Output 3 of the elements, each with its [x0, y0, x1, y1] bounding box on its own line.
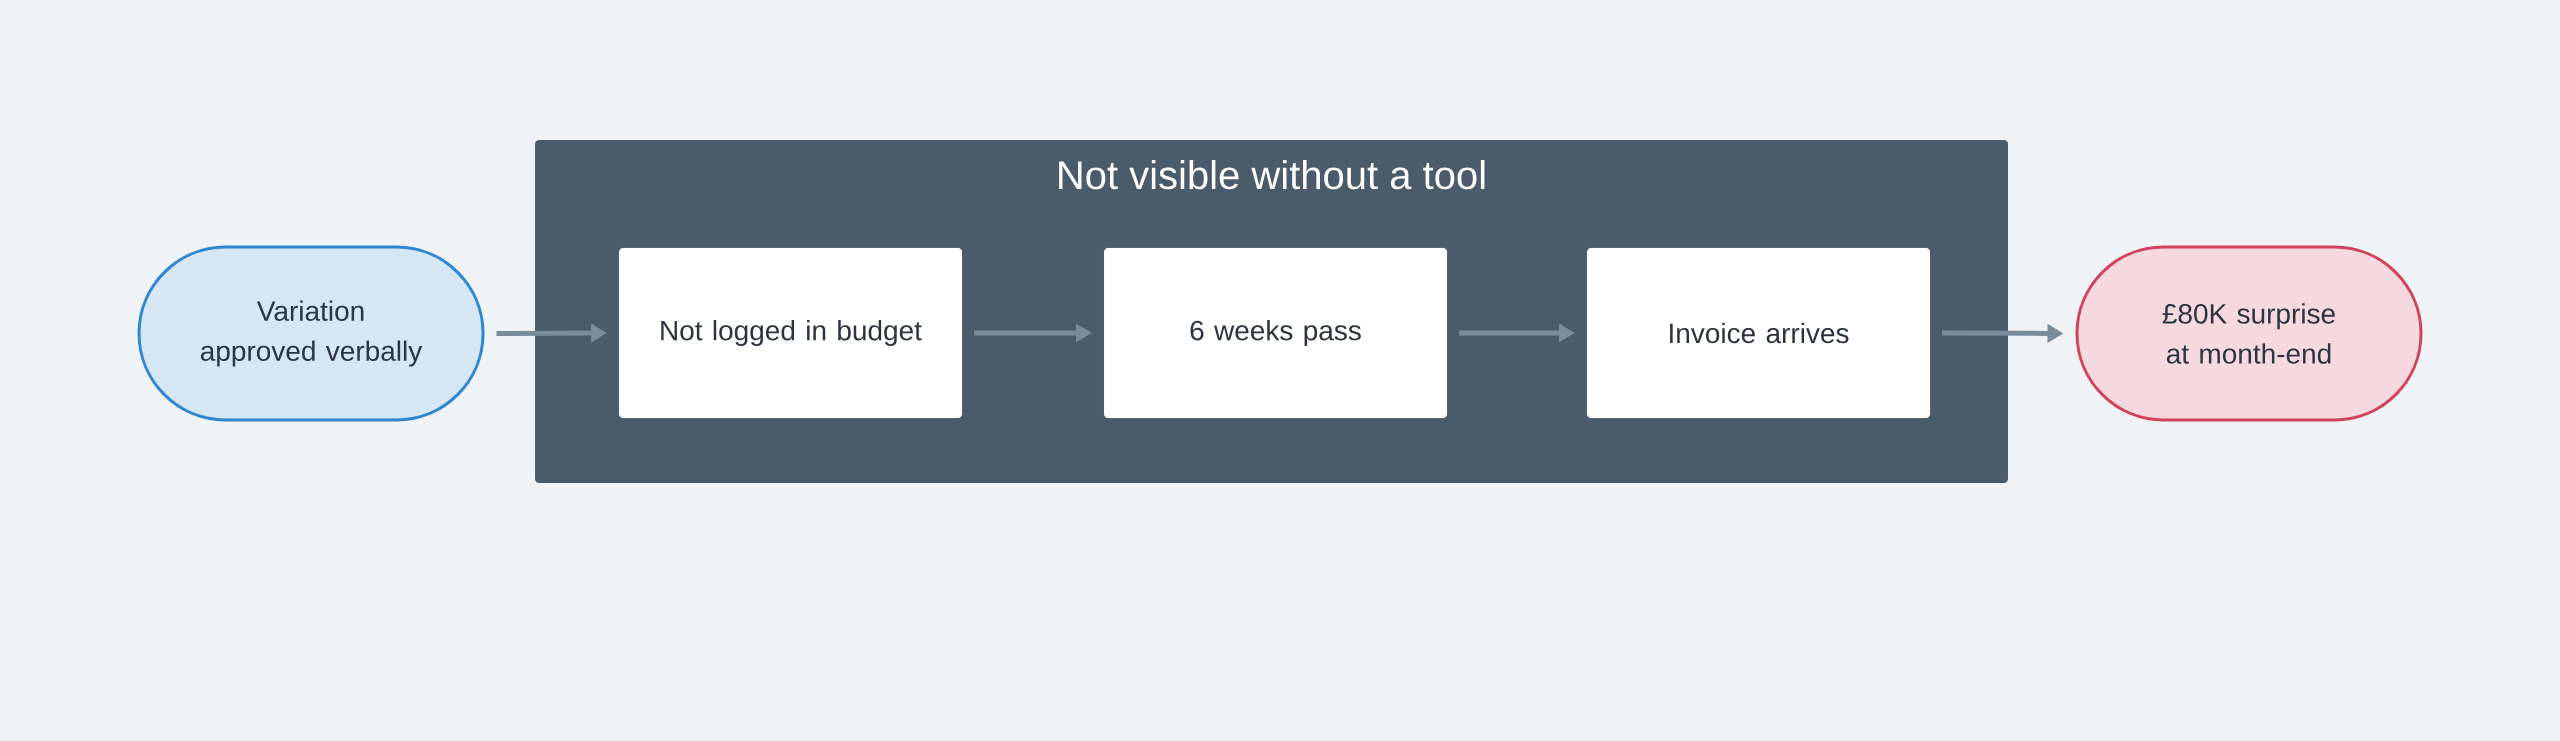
step-box: Not logged in budget [618, 247, 963, 419]
step-box: 6 weeks pass [1103, 247, 1448, 419]
step-box: Invoice arrives [1586, 247, 1931, 419]
